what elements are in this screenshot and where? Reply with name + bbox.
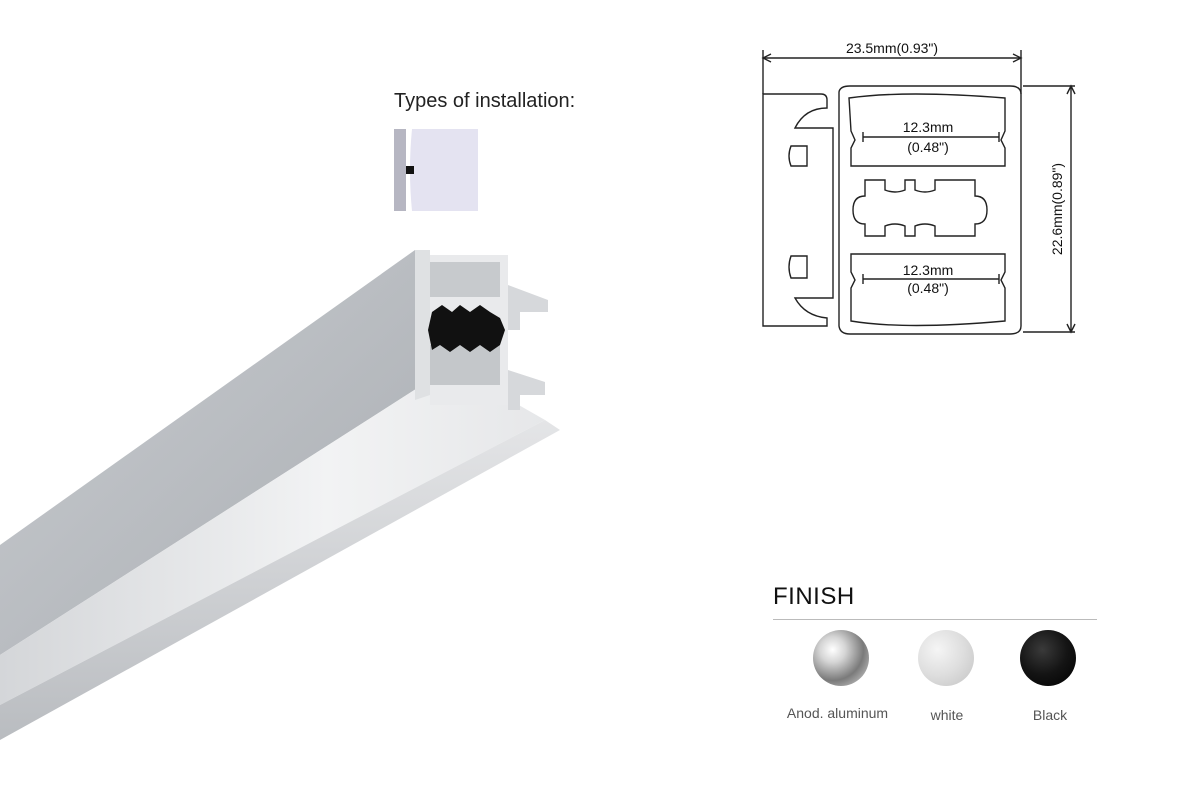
lower-inner-width-mm: 12.3mm [903, 262, 954, 278]
product-render [0, 250, 560, 740]
height-dimension: 22.6mm(0.89") [1049, 163, 1065, 255]
profile-end-cap [415, 250, 548, 410]
swatch-anodized-aluminum [813, 630, 869, 686]
profile-flange [0, 420, 560, 740]
upper-inner-width-in: (0.48") [907, 139, 949, 155]
finish-divider [773, 619, 1097, 620]
installation-title: Types of installation: [394, 90, 576, 112]
profile-top-face [0, 250, 430, 655]
upper-inner-width-mm: 12.3mm [903, 119, 954, 135]
finish-label-black: Black [1032, 707, 1068, 723]
finish-title: FINISH [773, 583, 855, 610]
width-dimension: 23.5mm(0.93") [846, 40, 938, 56]
finish-label-anodized: Anod. aluminum [786, 705, 889, 721]
lower-inner-width-in: (0.48") [907, 280, 949, 296]
swatch-white [918, 630, 974, 686]
finish-label-white: white [930, 707, 964, 723]
cross-section-drawing: 23.5mm(0.93") 12.3mm (0.48") 12.3mm (0.4… [761, 40, 1076, 335]
recessed-mount-icon [394, 129, 478, 211]
profile-diffuser [0, 380, 545, 705]
swatch-black [1020, 630, 1076, 686]
